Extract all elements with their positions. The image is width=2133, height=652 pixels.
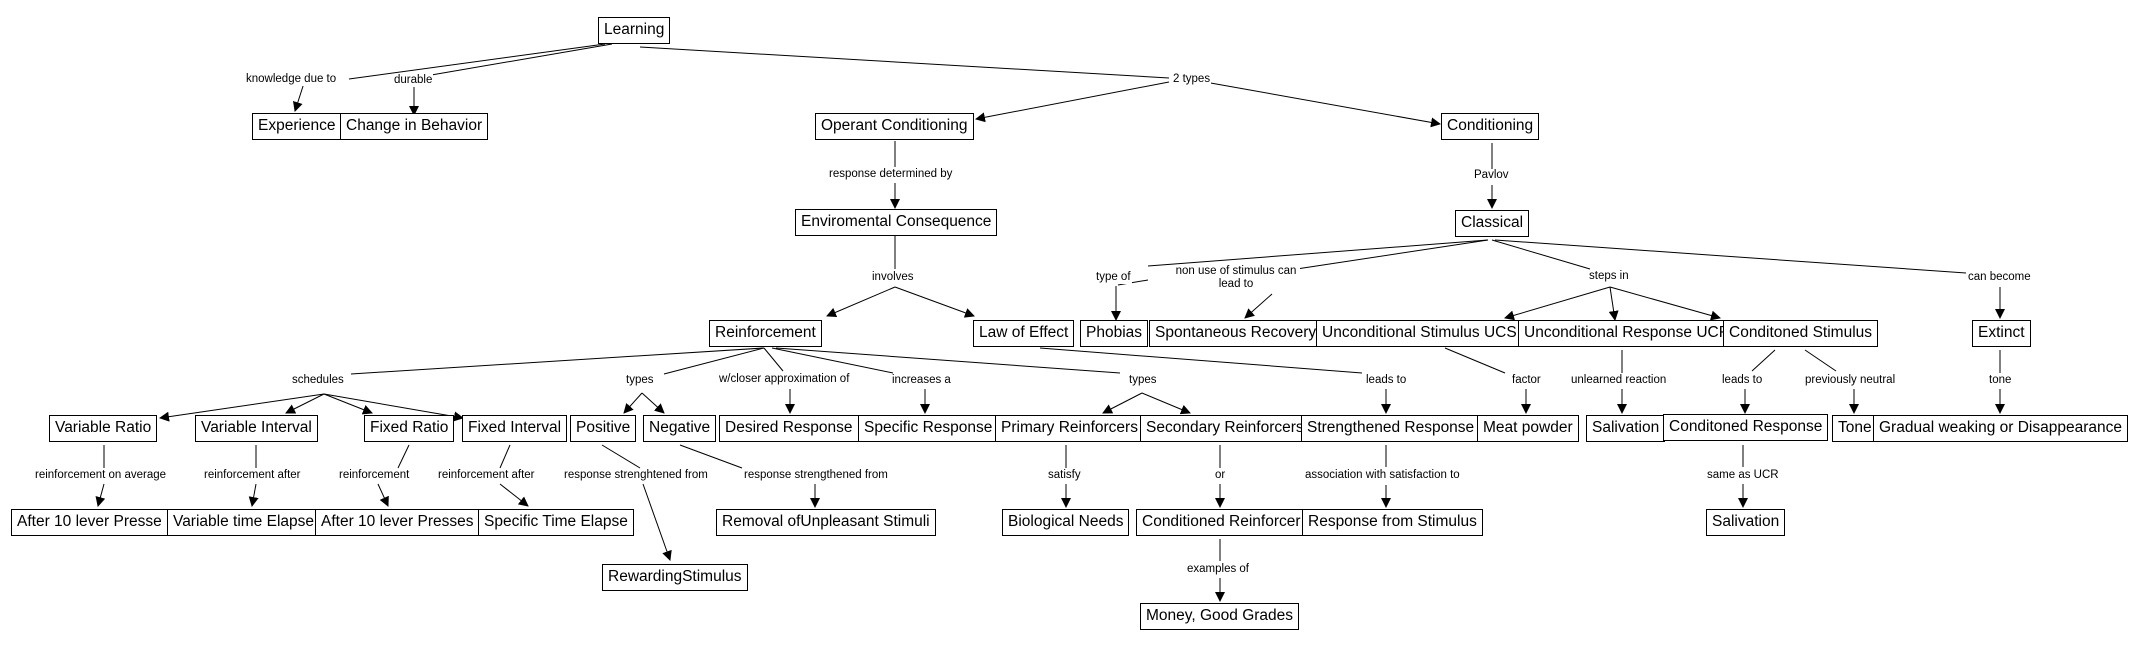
node-meat-powder: Meat powder [1477, 415, 1579, 442]
node-spontaneous-recovery: Spontaneous Recovery [1149, 320, 1323, 347]
node-learning: Learning [598, 17, 671, 44]
node-response-from-stimulus: Response from Stimulus [1302, 509, 1483, 536]
node-variable-ratio: Variable Ratio [49, 415, 158, 442]
link-label-reinforcement-after: reinforcement after [203, 469, 302, 482]
node-conditioned-stimulus: Conditoned Stimulus [1723, 320, 1879, 347]
node-salivation: Salivation [1586, 415, 1666, 442]
link-label-same-as-ucr: same as UCR [1706, 469, 1780, 482]
node-after-10-lever-presses: After 10 lever Presses [315, 509, 480, 536]
node-after-10-lever-presse: After 10 lever Presse [11, 509, 168, 536]
node-unconditional-stimulus: Unconditional Stimulus UCS [1316, 320, 1523, 347]
node-fixed-ratio: Fixed Ratio [364, 415, 455, 442]
link-label-types-2: types [1128, 374, 1158, 387]
node-change-in-behavior: Change in Behavior [340, 113, 489, 140]
node-removal-of-unpleasant-stimuli: Removal ofUnpleasant Stimuli [716, 509, 936, 536]
link-label-factor: factor [1511, 374, 1542, 387]
node-law-of-effect: Law of Effect [973, 320, 1075, 347]
node-specific-response: Specific Response [858, 415, 999, 442]
node-gradual-weakening: Gradual weaking or Disappearance [1873, 415, 2128, 442]
node-enviromental-consequence: Enviromental Consequence [795, 209, 998, 236]
link-label-reinforcement: reinforcement [338, 469, 411, 482]
node-conditioned-response: Conditoned Response [1663, 414, 1829, 441]
link-label-can-become: can become [1967, 271, 2032, 284]
node-variable-interval: Variable Interval [195, 415, 318, 442]
node-conditioned-reinforcer: Conditioned Reinforcer [1136, 509, 1307, 536]
node-conditioning: Conditioning [1441, 113, 1540, 140]
link-label-response-strengthened-from: response strengthened from [743, 469, 889, 482]
link-label-increases-a: increases a [891, 374, 952, 387]
link-label-knowledge-due-to: knowledge due to [245, 73, 338, 86]
node-reinforcement: Reinforcement [709, 320, 822, 347]
node-rewarding-stimulus: RewardingStimulus [602, 564, 748, 591]
node-specific-time-elapse: Specific Time Elapse [478, 509, 634, 536]
node-primary-reinforcers: Primary Reinforcers [995, 415, 1144, 442]
node-classical: Classical [1455, 210, 1530, 237]
node-unconditional-response: Unconditional Response UCR [1518, 320, 1736, 347]
link-label-response-strenghtened-from: response strenghtened from [563, 469, 709, 482]
link-label-pavlov: Pavlov [1473, 169, 1510, 182]
link-label-non-use-of-stimulus: non use of stimulus can lead to [1172, 265, 1300, 291]
link-label-leads-to-2: leads to [1721, 374, 1764, 387]
link-label-association-with-satisfaction: association with satisfaction to [1304, 469, 1461, 482]
node-biological-needs: Biological Needs [1002, 509, 1130, 536]
link-label-involves: involves [871, 271, 915, 284]
node-phobias: Phobias [1080, 320, 1149, 347]
link-label-durable: durable [393, 74, 434, 87]
node-fixed-interval: Fixed Interval [462, 415, 568, 442]
link-label-satisfy: satisfy [1047, 469, 1082, 482]
node-money-good-grades: Money, Good Grades [1140, 603, 1300, 630]
link-label-steps-in: steps in [1588, 270, 1630, 283]
link-label-reinforcement-after-2: reinforcement after [437, 469, 536, 482]
link-label-types: types [625, 374, 655, 387]
node-desired-response: Desired Response [719, 415, 859, 442]
node-secondary-reinforcers: Secondary Reinforcers [1140, 415, 1310, 442]
node-variable-time-elapse: Variable time Elapse [167, 509, 321, 536]
link-label-or: or [1214, 469, 1227, 482]
link-label-leads-to: leads to [1365, 374, 1408, 387]
link-label-previously-neutral: previously neutral [1804, 374, 1897, 387]
link-label-examples-of: examples of [1186, 563, 1251, 576]
node-tone: Tone [1832, 415, 1878, 442]
link-label-unlearned-reaction: unlearned reaction [1570, 374, 1668, 387]
node-negative: Negative [643, 415, 717, 442]
node-positive: Positive [570, 415, 637, 442]
node-salivation-2: Salivation [1706, 509, 1786, 536]
link-label-reinforcement-on-average: reinforcement on average [34, 469, 168, 482]
node-experience: Experience [252, 113, 342, 140]
node-extinct: Extinct [1972, 320, 2031, 347]
link-label-response-determined-by: response determined by [828, 168, 954, 181]
link-label-type-of: type of [1095, 271, 1132, 284]
node-strengthened-response: Strengthened Response [1301, 415, 1481, 442]
link-label-tone: tone [1988, 374, 2013, 387]
link-label-schedules: schedules [291, 374, 345, 387]
link-label-2-types: 2 types [1172, 73, 1212, 86]
node-operant-conditioning: Operant Conditioning [815, 113, 974, 140]
link-label-closer-approximation: w/closer approximation of [718, 373, 851, 386]
